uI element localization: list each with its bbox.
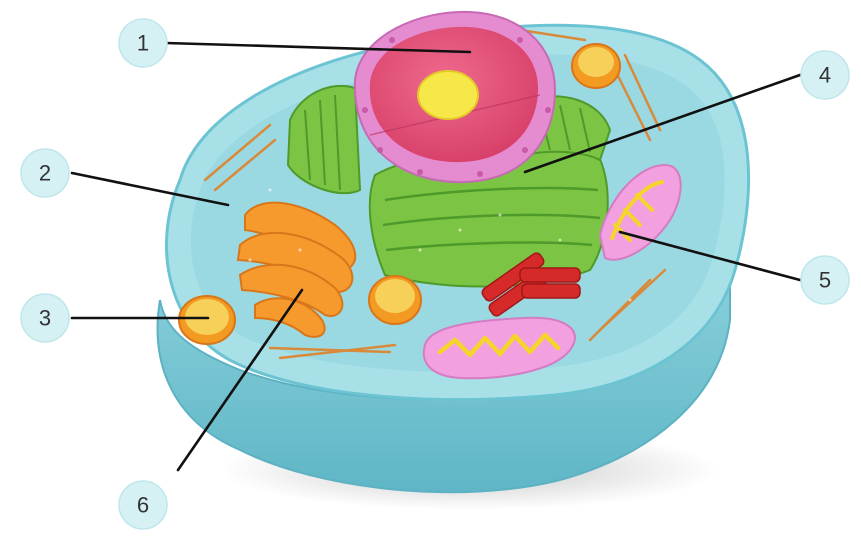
label-4: 4: [801, 51, 849, 99]
label-5: 5: [801, 256, 849, 304]
label-2-text: 2: [39, 161, 51, 186]
label-3-text: 3: [39, 306, 51, 331]
label-2: 2: [21, 149, 69, 197]
label-1-text: 1: [137, 31, 149, 56]
label-1: 1: [119, 19, 167, 67]
vesicle-center: [369, 276, 421, 324]
vesicle-top-right: [572, 44, 620, 88]
label-4-text: 4: [819, 63, 831, 88]
label-3: 3: [21, 294, 69, 342]
vesicle-left: [179, 296, 235, 344]
label-5-text: 5: [819, 268, 831, 293]
nucleus: [355, 12, 555, 182]
nucleolus: [418, 71, 478, 119]
label-6: 6: [119, 481, 167, 529]
label-6-text: 6: [137, 493, 149, 518]
